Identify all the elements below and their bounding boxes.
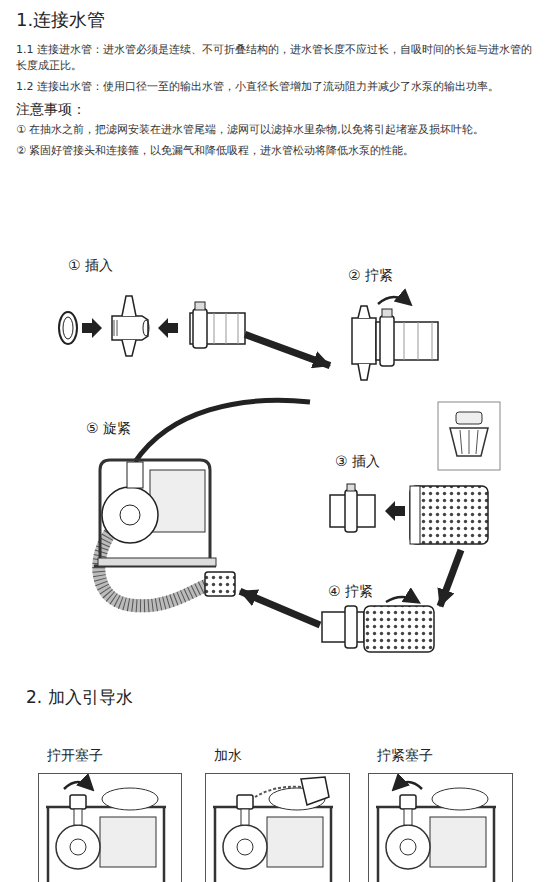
hose-with-clamp xyxy=(195,302,205,310)
step-figure: ② 拧紧 xyxy=(330,262,440,410)
priming-sketch xyxy=(301,777,329,805)
hose-with-clamp xyxy=(347,484,355,491)
pump xyxy=(94,460,216,566)
priming-sketch xyxy=(46,782,166,882)
strainer-detail xyxy=(438,402,500,470)
strainer xyxy=(364,606,434,652)
insert-arrow xyxy=(82,318,102,338)
hose-with-clamp xyxy=(345,490,357,532)
hose-coupling xyxy=(112,296,149,356)
pump xyxy=(99,530,207,606)
hose-coupling xyxy=(112,316,148,340)
hose-with-clamp xyxy=(404,322,432,360)
priming-sketch xyxy=(255,787,301,797)
panel-heading: 拧紧塞子 xyxy=(375,746,435,764)
instruction-text: 1.1 连接进水管：进水管必须是连续、不可折叠结构的，进水管长度不应过长，自吸时… xyxy=(16,42,538,74)
step-figure: ④ 拧紧 xyxy=(320,580,440,655)
hose-with-clamp xyxy=(322,606,364,648)
priming-sketch xyxy=(46,788,166,882)
picture-panel: 拧紧塞子 xyxy=(368,773,513,882)
hose-coupling xyxy=(122,340,136,356)
pump xyxy=(99,530,207,606)
hose-with-clamp xyxy=(380,316,394,366)
hose-coupling xyxy=(358,306,370,318)
step-figure: ⑤ 旋紧 xyxy=(80,415,240,650)
hose-coupling xyxy=(143,320,149,336)
section-heading: 2. 加入引导水 xyxy=(26,686,133,709)
hose-coupling xyxy=(122,296,136,316)
strainer-detail xyxy=(456,412,482,424)
hose-coupling xyxy=(114,320,117,336)
flow-arrow xyxy=(440,550,461,606)
hose-coupling xyxy=(358,364,370,380)
insert-arrow xyxy=(385,501,405,521)
hose-coupling xyxy=(352,318,376,364)
insert-arrow xyxy=(158,318,178,338)
hose-with-clamp xyxy=(345,606,357,648)
strainer xyxy=(364,606,434,652)
pump xyxy=(102,487,158,543)
strainer xyxy=(410,486,488,544)
hose-with-clamp xyxy=(214,313,238,344)
flow-arrow xyxy=(245,334,330,365)
text-column: 1.1 连接进水管：进水管必须是连续、不可折叠结构的，进水管长度不应过长，自吸时… xyxy=(16,42,538,164)
panel-heading: 拧开塞子 xyxy=(45,746,105,764)
step-label: ③ 插入 xyxy=(333,452,382,470)
note-text: ② 紧固好管接头和连接箍，以免漏气和降低吸程，进水管松动将降低水泵的性能。 xyxy=(16,143,538,159)
hose-with-clamp xyxy=(376,309,438,366)
priming-sketch xyxy=(213,777,333,882)
pump xyxy=(135,400,310,462)
pump xyxy=(98,558,216,566)
priming-sketch xyxy=(394,782,422,789)
step-label: ② 拧紧 xyxy=(346,266,395,284)
panel-heading: 加水 xyxy=(212,746,244,764)
step-figure: ① 插入 xyxy=(50,252,245,355)
strainer-detail xyxy=(450,428,488,456)
hose-coupling xyxy=(352,306,376,380)
step-figure: ③ 插入 xyxy=(325,450,495,550)
step-label: ⑤ 旋紧 xyxy=(84,419,133,437)
picture-panel: 拧开塞子 xyxy=(38,773,182,882)
flow-arrow xyxy=(240,591,320,625)
strainer xyxy=(410,486,488,544)
picture-panel: 加水 xyxy=(205,773,350,882)
hose-with-clamp xyxy=(190,302,245,348)
page-heading: 1.连接水管 xyxy=(16,8,105,32)
strainer-detail xyxy=(438,402,500,470)
hose-with-clamp xyxy=(382,309,392,317)
note-text: ① 在抽水之前，把滤网安装在进水管尾端，滤网可以滤掉水里杂物,以免将引起堵塞及损… xyxy=(16,122,538,138)
hose-with-clamp xyxy=(330,484,375,532)
strainer-detail xyxy=(460,430,478,454)
step-label: ④ 拧紧 xyxy=(326,582,375,600)
step-label: ① 插入 xyxy=(66,256,115,274)
pump xyxy=(205,572,235,596)
priming-sketch xyxy=(376,782,496,882)
hose-with-clamp xyxy=(193,309,207,348)
turn-arrow xyxy=(386,597,418,602)
priming-sketch xyxy=(64,782,92,789)
instruction-text: 1.2 连接出水管：使用口径一至的输出水管，小直径长管增加了流动阻力并减少了水泵… xyxy=(16,79,538,95)
washer xyxy=(63,317,73,339)
pump xyxy=(150,470,205,532)
washer xyxy=(59,312,77,344)
turn-arrow xyxy=(378,297,410,304)
pump xyxy=(120,505,140,525)
washer xyxy=(59,312,77,344)
pump xyxy=(127,462,143,488)
strainer xyxy=(410,486,420,544)
priming-sketch xyxy=(376,788,496,882)
note-heading: 注意事项： xyxy=(16,100,538,118)
